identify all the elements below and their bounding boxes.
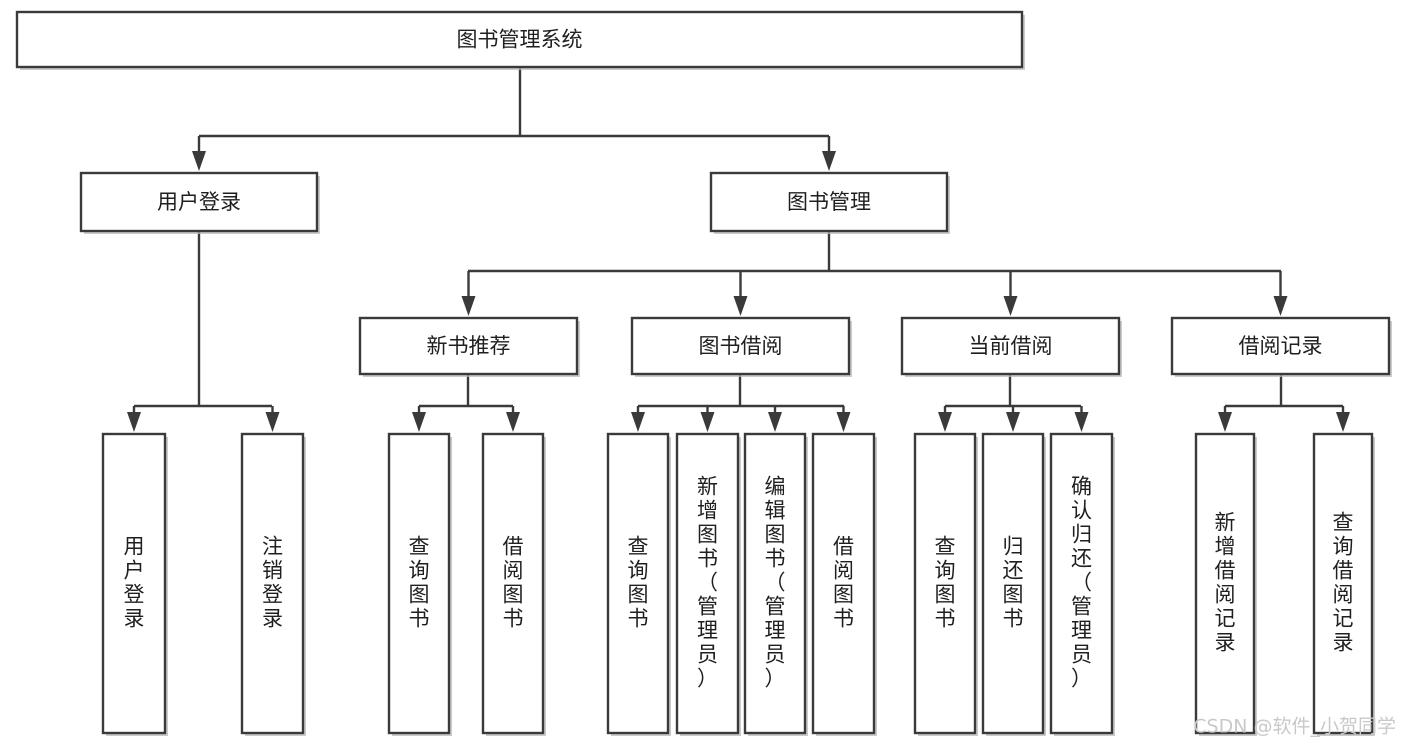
- node-leaf-borrow-book-2[interactable]: 借阅图书: [811, 432, 877, 736]
- node-leaf-user-login[interactable]: 用户登录: [101, 432, 168, 736]
- node-root[interactable]: 图书管理系统: [15, 10, 1025, 70]
- node-label: 图书管理系统: [457, 28, 583, 52]
- node-box[interactable]: [15, 10, 1024, 69]
- arrow-head-icon: [506, 412, 520, 432]
- node-leaf-edit-book-admin[interactable]: 编辑图书（管理员）: [743, 432, 808, 736]
- node-box[interactable]: [358, 316, 579, 376]
- node-leaf-confirm-return-admin[interactable]: 确认归还（管理员）: [1049, 432, 1115, 736]
- arrow-head-icon: [822, 151, 836, 171]
- node-leaf-query-book-1[interactable]: 查询图书: [387, 432, 452, 736]
- node-box[interactable]: [811, 432, 876, 735]
- node-label: 确认归还（管理员）: [1071, 475, 1092, 691]
- node-box[interactable]: [981, 432, 1045, 735]
- node-leaf-query-book-2[interactable]: 查询图书: [606, 432, 671, 736]
- node-label: 查询借阅记录: [1333, 511, 1354, 655]
- node-leaf-borrow-book-1[interactable]: 借阅图书: [481, 432, 546, 736]
- node-borrow-record[interactable]: 借阅记录: [1170, 316, 1392, 377]
- node-label: 编辑图书（管理员）: [765, 475, 786, 691]
- node-book-borrow[interactable]: 图书借阅: [630, 316, 852, 377]
- arrow-head-icon: [127, 412, 141, 432]
- node-leaf-add-book-admin[interactable]: 新增图书（管理员）: [675, 432, 741, 736]
- node-box[interactable]: [630, 316, 851, 376]
- node-box[interactable]: [606, 432, 670, 735]
- arrow-head-icon: [1273, 296, 1288, 316]
- node-leaf-add-borrow-record[interactable]: 新增借阅记录: [1194, 432, 1257, 736]
- arrow-head-icon: [1074, 412, 1089, 432]
- node-box[interactable]: [1194, 432, 1256, 735]
- arrow-head-icon: [1336, 412, 1350, 432]
- node-book-manage[interactable]: 图书管理: [709, 171, 950, 234]
- node-box[interactable]: [743, 432, 807, 735]
- node-label: 当前借阅: [969, 334, 1053, 358]
- node-label: 借阅图书: [503, 535, 524, 631]
- node-box[interactable]: [913, 432, 977, 735]
- arrow-head-icon: [1218, 412, 1232, 432]
- node-label: 用户登录: [124, 535, 145, 631]
- node-box[interactable]: [675, 432, 740, 735]
- arrow-head-icon: [836, 412, 851, 432]
- node-leaf-return-book[interactable]: 归还图书: [981, 432, 1046, 736]
- node-box[interactable]: [1170, 316, 1391, 376]
- arrow-head-icon: [412, 412, 426, 432]
- connector-layer: [127, 67, 1350, 432]
- node-box[interactable]: [387, 432, 451, 735]
- node-label: 归还图书: [1003, 535, 1024, 631]
- node-label: 图书管理: [787, 190, 871, 214]
- node-label: 新书推荐: [427, 334, 511, 358]
- node-box[interactable]: [709, 171, 949, 233]
- arrow-head-icon: [265, 412, 280, 432]
- node-leaf-query-borrow-record[interactable]: 查询借阅记录: [1312, 432, 1375, 736]
- node-box[interactable]: [900, 316, 1121, 376]
- node-label: 查询图书: [935, 535, 956, 631]
- node-label: 新增借阅记录: [1215, 511, 1236, 655]
- arrow-head-icon: [1006, 412, 1020, 432]
- arrow-head-icon: [192, 151, 206, 171]
- node-label: 图书借阅: [699, 334, 783, 358]
- node-box[interactable]: [481, 432, 545, 735]
- node-user-login[interactable]: 用户登录: [79, 171, 320, 234]
- node-label: 新增图书（管理员）: [697, 475, 718, 691]
- node-label: 注销登录: [262, 535, 283, 631]
- node-current-borrow[interactable]: 当前借阅: [900, 316, 1122, 377]
- node-leaf-logout-login[interactable]: 注销登录: [240, 432, 306, 736]
- node-box[interactable]: [101, 432, 167, 735]
- arrow-head-icon: [1003, 296, 1018, 316]
- node-new-book-recommend[interactable]: 新书推荐: [358, 316, 580, 377]
- arrow-head-icon: [938, 412, 952, 432]
- node-layer: 图书管理系统用户登录图书管理新书推荐图书借阅当前借阅借阅记录用户登录注销登录查询…: [15, 10, 1392, 736]
- node-box[interactable]: [240, 432, 305, 735]
- node-box[interactable]: [79, 171, 319, 233]
- node-label: 借阅图书: [833, 535, 854, 631]
- node-box[interactable]: [1312, 432, 1374, 735]
- node-leaf-query-book-3[interactable]: 查询图书: [913, 432, 978, 736]
- arrow-head-icon: [700, 412, 715, 432]
- node-label: 用户登录: [157, 190, 241, 214]
- arrow-head-icon: [631, 412, 645, 432]
- node-label: 查询图书: [409, 535, 430, 631]
- arrow-head-icon: [768, 412, 782, 432]
- node-box[interactable]: [1049, 432, 1114, 735]
- node-label: 查询图书: [628, 535, 649, 631]
- node-label: 借阅记录: [1239, 334, 1323, 358]
- arrow-head-icon: [461, 296, 476, 316]
- arrow-head-icon: [733, 296, 748, 316]
- watermark-label: CSDN @软件_小贺同学: [1193, 716, 1396, 738]
